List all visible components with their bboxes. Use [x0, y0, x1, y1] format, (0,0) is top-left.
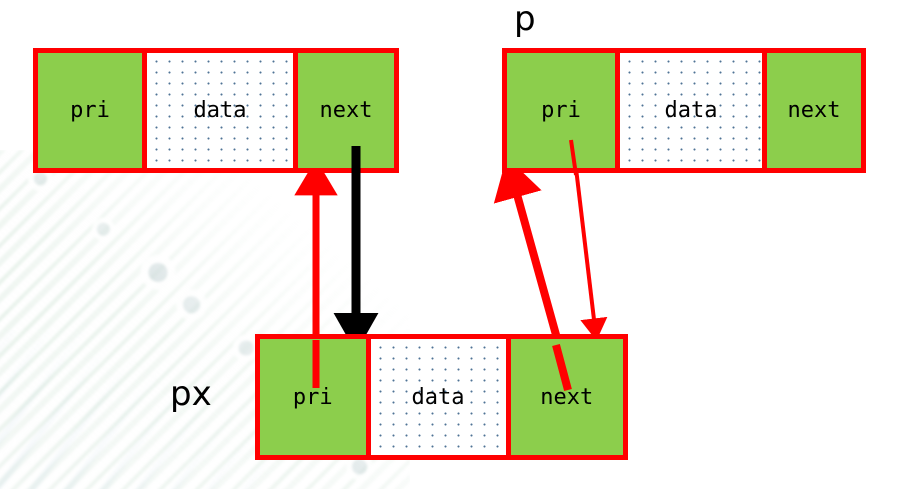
node-px-field-pri: pri — [260, 339, 366, 455]
pointer-label-px: px — [170, 374, 212, 414]
node-px-field-data: data — [370, 339, 506, 455]
circuit-board-background-image-overlay — [0, 330, 280, 489]
node-px: pri data next — [255, 334, 628, 460]
node-p-field-next: next — [767, 53, 861, 168]
node-px-field-next: next — [510, 339, 623, 455]
node-p: pri data next — [502, 48, 866, 173]
node-top-left-field-next: next — [298, 53, 394, 168]
node-p-field-data: data — [620, 53, 762, 168]
node-p-field-pri: pri — [507, 53, 615, 168]
pointer-label-p: p — [514, 0, 536, 39]
node-top-left-field-pri: pri — [38, 53, 142, 168]
node-top-left-field-data: data — [147, 53, 293, 168]
node-top-left: pri data next — [33, 48, 399, 173]
